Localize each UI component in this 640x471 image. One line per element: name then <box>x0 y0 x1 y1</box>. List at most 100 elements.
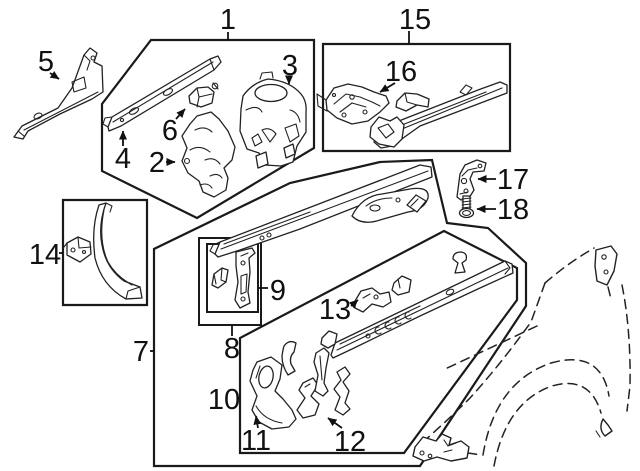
part-11-boot-line <box>255 365 283 424</box>
callout-5-label[interactable]: 5 <box>38 46 54 78</box>
box15-sill-drawing <box>369 81 508 149</box>
box15-clip-outline <box>395 92 430 112</box>
callout-4-label[interactable]: 4 <box>115 143 131 175</box>
callout-3-label[interactable]: 3 <box>282 50 298 82</box>
fender-top-edge <box>544 247 595 284</box>
rail-tip <box>209 241 221 255</box>
small-bracket-inner <box>397 278 401 289</box>
corner-clip-outline <box>452 251 468 274</box>
rail-end-bracket <box>351 187 429 223</box>
callout-1-label[interactable]: 1 <box>220 4 236 36</box>
callout-10[interactable]: 10 <box>208 384 240 416</box>
part-16-flange <box>316 93 328 112</box>
callout-13-label[interactable]: 13 <box>319 294 351 326</box>
part-2-drawing <box>181 111 236 198</box>
part-4-slot-2 <box>162 88 174 96</box>
part-16-drawing <box>316 83 390 125</box>
sill10-slot-oval <box>445 288 455 296</box>
callout-9[interactable]: 9 <box>258 275 286 307</box>
rail-outline <box>214 164 433 258</box>
part-9-hole-2 <box>240 296 246 302</box>
callout-17-label[interactable]: 17 <box>497 164 529 196</box>
part-14-pillar-inner <box>101 209 133 286</box>
sill10-hole <box>365 333 371 339</box>
callout-8-label[interactable]: 8 <box>224 333 240 365</box>
part-3-ribs <box>245 106 301 123</box>
fender-brace-hole-2 <box>427 453 433 459</box>
callout-1[interactable]: 1 <box>220 4 236 40</box>
part-2-ribs <box>189 127 223 189</box>
callout-5-arrow <box>49 70 60 80</box>
callout-7[interactable]: 7 <box>133 336 154 368</box>
rail-clip <box>406 194 427 213</box>
part-3-strut-hole <box>254 83 288 103</box>
callout-17[interactable]: 17 <box>477 164 529 196</box>
callout-3[interactable]: 3 <box>282 50 298 85</box>
callout-6-arrow <box>175 108 186 120</box>
callout-16-label[interactable]: 16 <box>385 56 417 88</box>
rail-flange-line <box>220 170 429 250</box>
part-14-drawing <box>63 202 143 300</box>
part-13-hole <box>373 294 379 300</box>
callout-14-label[interactable]: 14 <box>29 239 61 271</box>
region10-sill-drawing <box>330 260 514 359</box>
part-5-tip-line <box>17 130 25 137</box>
callout-12[interactable]: 12 <box>327 417 366 458</box>
fender-brace-outline <box>412 433 470 462</box>
callout-2[interactable]: 2 <box>149 147 176 179</box>
j-bracket-outline <box>281 340 297 376</box>
callout-13[interactable]: 13 <box>319 294 359 326</box>
callout-11[interactable]: 11 <box>241 415 271 457</box>
left-clip-outline <box>320 330 338 349</box>
callout-8[interactable]: 8 <box>224 325 240 365</box>
callout-15-label[interactable]: 15 <box>399 4 431 36</box>
part-17-hole-3 <box>477 163 483 169</box>
part-12-strip-a-inner <box>304 383 311 388</box>
callout-15[interactable]: 15 <box>399 4 431 44</box>
callout-11-arrow <box>253 415 262 429</box>
callout-10-label[interactable]: 10 <box>208 384 240 416</box>
callout-9-label[interactable]: 9 <box>270 275 286 307</box>
part-5-small-hole <box>90 55 96 61</box>
callout-2-label[interactable]: 2 <box>149 147 165 179</box>
callout-6[interactable]: 6 <box>162 108 186 147</box>
callout-18-label[interactable]: 18 <box>497 194 529 226</box>
box15-clip-drawing <box>395 92 430 112</box>
callout-7-label[interactable]: 7 <box>133 336 149 368</box>
callout-14[interactable]: 14 <box>29 239 63 271</box>
part-4-hole <box>119 117 125 123</box>
part-2-hole <box>183 157 191 165</box>
fender-brace-slot <box>443 449 453 453</box>
callout-5[interactable]: 5 <box>38 46 60 80</box>
part-3-foot-left <box>255 151 269 169</box>
part-5-window <box>71 76 87 93</box>
callout-4[interactable]: 4 <box>115 130 131 175</box>
part-4-tip <box>102 116 113 128</box>
part-5-inner-edge <box>83 54 91 71</box>
part-17-hole-1 <box>460 177 468 185</box>
callout-12-label[interactable]: 12 <box>334 426 366 458</box>
fender-rear-edge <box>621 284 631 412</box>
box15-sill-end-inner <box>377 123 395 139</box>
part-14-pillar <box>93 202 143 300</box>
part-9-bracket-inner <box>240 252 249 295</box>
rail-hole-2 <box>266 232 272 238</box>
callout-16[interactable]: 16 <box>379 56 417 93</box>
part-13-drawing <box>354 287 392 313</box>
part-6-inner <box>196 87 213 108</box>
callout-18[interactable]: 18 <box>476 194 529 226</box>
fender-front-edge <box>423 282 546 442</box>
part-18-bolt-drawing <box>458 195 475 219</box>
rail-hole-1 <box>259 235 265 241</box>
callout-16-arrow <box>379 82 396 93</box>
part-6-bolt-tip <box>212 82 219 90</box>
part-9-hole-1 <box>240 260 246 266</box>
part-14-pillar-foot <box>105 202 141 300</box>
callout-11-label[interactable]: 11 <box>241 425 271 457</box>
part-16-hole-2 <box>362 109 368 115</box>
callout-6-label[interactable]: 6 <box>162 115 178 147</box>
part-3-outline <box>239 78 307 167</box>
part-16-hole-4 <box>331 92 337 98</box>
part-5-flange-line <box>23 91 99 131</box>
part-16-hole-3 <box>341 112 347 118</box>
